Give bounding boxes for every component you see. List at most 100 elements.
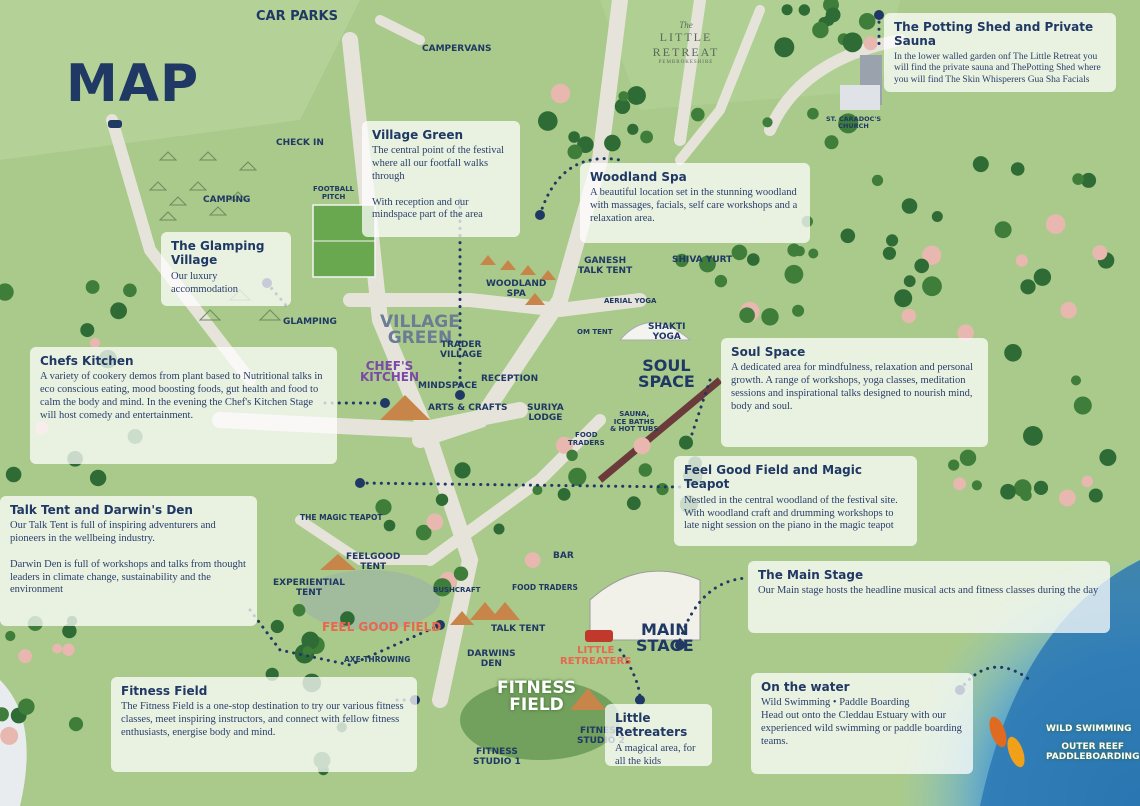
tree	[699, 255, 716, 273]
label-little-retreaters: LITTLE RETREATERS	[560, 645, 632, 667]
tree	[640, 130, 653, 144]
tree	[1059, 489, 1076, 507]
card-title: Chefs Kitchen	[40, 354, 134, 368]
tree	[774, 37, 795, 58]
label-football-pitch: FOOTBALL PITCH	[313, 185, 355, 201]
tree	[656, 483, 669, 496]
label-reception: RECEPTION	[481, 374, 539, 384]
tree	[1081, 172, 1097, 188]
card-little-retreaters[interactable]: Little Retreaters A magical area, for al…	[605, 704, 712, 767]
tree	[85, 280, 100, 294]
tree	[0, 707, 9, 722]
tree	[1092, 245, 1108, 261]
tree	[89, 337, 101, 349]
card-glamping-village[interactable]: The Glamping Village Our luxury accommod…	[161, 232, 291, 306]
tree	[68, 717, 84, 732]
card-body: A beautiful location set in the stunning…	[590, 187, 798, 224]
tree	[959, 449, 977, 466]
tree	[1045, 214, 1066, 234]
tree	[871, 174, 884, 186]
card-main-stage[interactable]: The Main Stage Our Main stage hosts the …	[748, 561, 1110, 633]
tree	[110, 302, 127, 320]
label-glamping: GLAMPING	[283, 317, 337, 327]
tree	[1099, 449, 1117, 466]
card-feel-good-field[interactable]: Feel Good Field and Magic Teapot Nestled…	[674, 456, 917, 546]
card-body: A variety of cookery demos from plant ba…	[40, 371, 323, 421]
tree	[532, 485, 543, 496]
card-body: Nestled in the central woodland of the f…	[684, 494, 898, 532]
tree	[971, 480, 983, 491]
tree	[638, 463, 652, 477]
tree	[931, 211, 943, 222]
tree	[0, 726, 19, 745]
label-axe-throwing: AXE THROWING	[344, 655, 411, 664]
tree	[302, 646, 313, 657]
tree	[604, 134, 621, 152]
tree	[901, 198, 918, 214]
tree	[340, 611, 355, 626]
tree	[493, 523, 505, 535]
tree	[568, 467, 587, 486]
card-village-green[interactable]: Village Green The central point of the f…	[362, 121, 520, 237]
card-body: Wild Swimming • Paddle Boarding Head out…	[761, 697, 962, 747]
tree	[798, 4, 810, 16]
tree	[1015, 254, 1028, 267]
label-mindspace: MINDSPACE	[418, 381, 478, 391]
tree	[762, 117, 773, 128]
card-talk-tent[interactable]: Talk Tent and Darwin's Den Our Talk Tent…	[0, 496, 257, 626]
tree	[62, 623, 77, 639]
tree	[627, 86, 646, 105]
tree	[714, 274, 728, 288]
main-stage-structure	[589, 570, 701, 641]
card-body: The central point of the festival where …	[372, 145, 505, 221]
tree	[840, 228, 856, 244]
soul-space-walkway	[597, 377, 723, 483]
label-magic-teapot: THE MAGIC TEAPOT	[300, 513, 383, 522]
tree	[0, 283, 14, 301]
tree	[633, 437, 651, 455]
tree	[80, 323, 95, 338]
trees	[0, 0, 1117, 776]
church-building	[840, 85, 880, 110]
card-title: Talk Tent and Darwin's Den	[10, 503, 193, 517]
tree	[914, 258, 929, 274]
card-body: Our Main stage hosts the headline musica…	[758, 585, 1099, 597]
tree	[5, 466, 22, 483]
card-potting-shed[interactable]: The Potting Shed and Private Sauna In th…	[884, 13, 1116, 92]
label-trader-village: TRADER VILLAGE	[440, 340, 483, 360]
card-fitness-field[interactable]: Fitness Field The Fitness Field is a one…	[111, 677, 417, 772]
label-ganesh-talk-tent: GANESH TALK TENT	[578, 256, 633, 276]
card-body: The Fitness Field is a one-stop destinat…	[121, 701, 404, 738]
tree	[691, 107, 705, 122]
card-soul-space[interactable]: Soul Space A dedicated area for mindfuln…	[721, 338, 988, 447]
card-title: The Potting Shed and Private Sauna	[894, 20, 1094, 49]
label-food-traders: FOOD TRADERS	[568, 431, 605, 447]
label-outer-reef: OUTER REEF PADDLEBOARDING	[1046, 742, 1140, 762]
feel-good-field-area	[300, 570, 440, 630]
label-fitness-field: FITNESS FIELD	[497, 678, 577, 715]
tree	[1088, 488, 1103, 503]
label-soul-space: SOUL SPACE	[638, 356, 695, 391]
tree	[1060, 301, 1077, 319]
label-suriya-lodge: SURIYA LODGE	[527, 403, 564, 423]
tree	[426, 513, 444, 531]
label-arts-crafts: ARTS & CRAFTS	[428, 403, 508, 413]
label-talk-tent: TALK TENT	[491, 624, 546, 634]
tree	[1010, 162, 1025, 176]
card-body: Our luxury accommodation	[171, 270, 239, 295]
card-body: A magical area, for all the kids	[615, 742, 696, 767]
card-on-the-water[interactable]: On the water Wild Swimming • Paddle Boar…	[751, 673, 973, 774]
tree	[679, 435, 693, 450]
tree	[5, 630, 16, 642]
tree	[886, 234, 899, 247]
tree	[792, 304, 805, 317]
card-woodland-spa[interactable]: Woodland Spa A beautiful location set in…	[580, 163, 810, 243]
tree	[1013, 479, 1032, 497]
tree	[761, 308, 779, 326]
card-chefs-kitchen[interactable]: Chefs Kitchen A variety of cookery demos…	[30, 347, 337, 464]
festival-tents	[320, 255, 606, 710]
tree	[972, 156, 989, 173]
tree	[52, 643, 63, 654]
label-sauna: SAUNA, ICE BATHS & HOT TUBS	[610, 410, 659, 434]
tree	[1071, 375, 1081, 386]
